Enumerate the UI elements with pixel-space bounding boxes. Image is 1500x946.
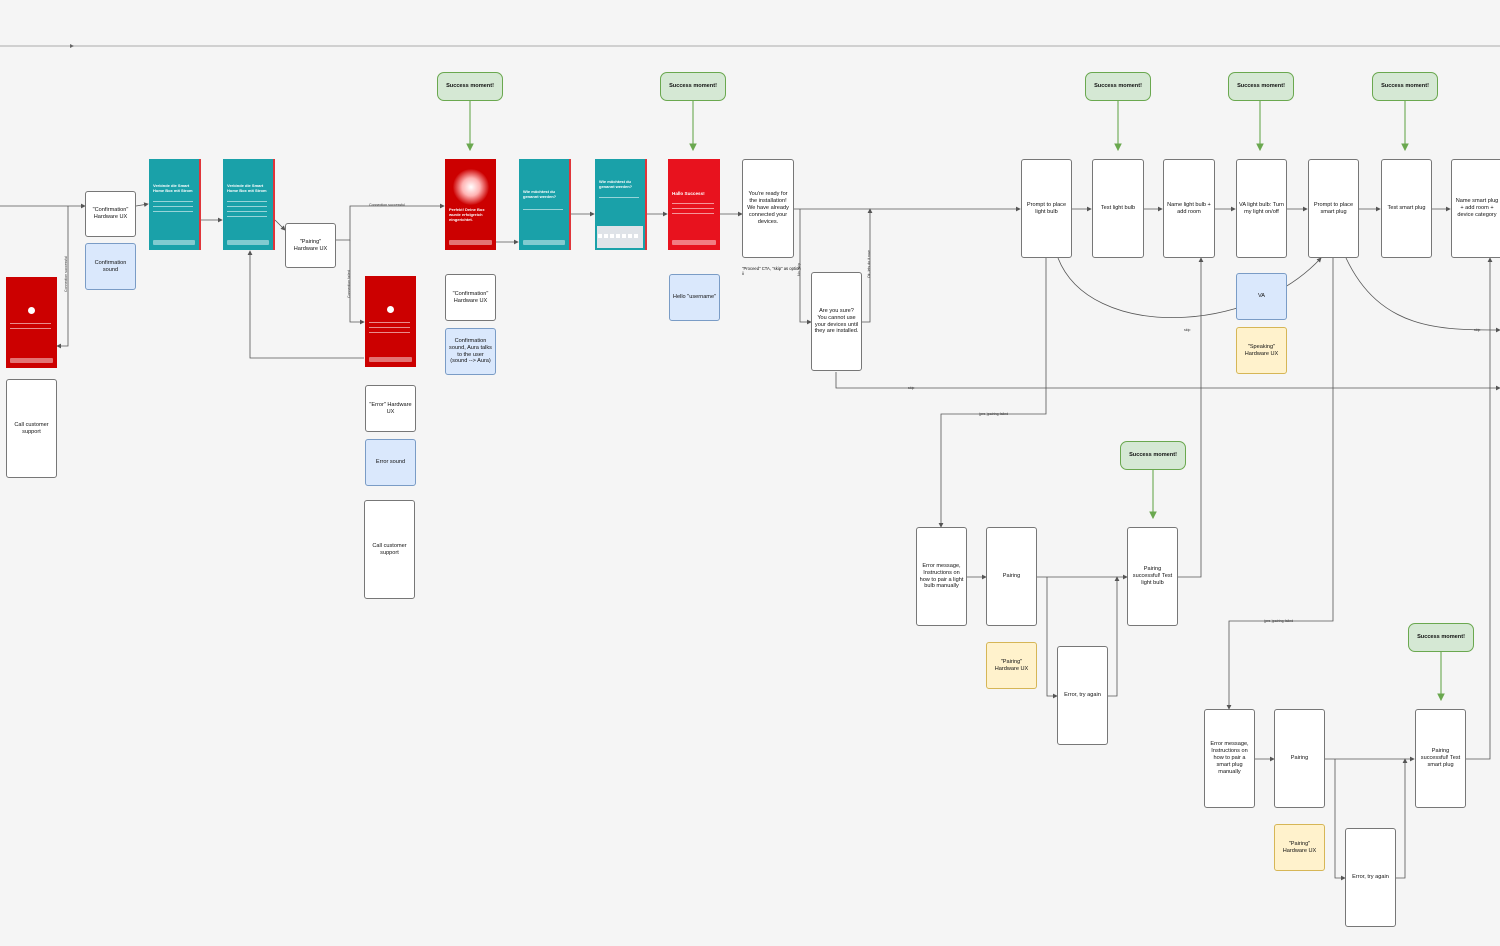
- screen-button[interactable]: [153, 240, 195, 245]
- node-pairing-success-light[interactable]: Pairing successful! Test light bulb: [1127, 527, 1178, 626]
- edge-prompt-plug-failed: [1226, 258, 1334, 710]
- screen-teal-name[interactable]: Wie möchtest du genannt werden?: [519, 159, 571, 250]
- edge-error-try1-back: [1107, 576, 1120, 697]
- screen-title: Verbinde die Smart Home Box mit Strom: [227, 183, 267, 194]
- screen-button[interactable]: [672, 240, 716, 245]
- node-test-light[interactable]: Test light bulb: [1092, 159, 1144, 258]
- node-name-plug[interactable]: Name smart plug + add room + device cate…: [1451, 159, 1500, 258]
- node-prompt-light[interactable]: Prompt to place light bulb: [1021, 159, 1072, 258]
- node-pairing-2[interactable]: Pairing: [1274, 709, 1325, 808]
- edge-confirmation-to-teal1: [135, 202, 149, 208]
- node-error-plug[interactable]: Error message, Instructions on how to pa…: [1204, 709, 1255, 808]
- edge-label-ok-lets-do: Ok, lets do it now: [867, 250, 871, 278]
- edge-skip-curve-2: [1345, 257, 1500, 333]
- screen-button[interactable]: [10, 358, 53, 363]
- edge-success-plug-to-name: [1466, 257, 1493, 760]
- edge-pairing2-to-error-try2: [1334, 759, 1346, 881]
- node-va[interactable]: VA: [1236, 273, 1287, 320]
- node-prompt-plug[interactable]: Prompt to place smart plug: [1308, 159, 1359, 258]
- node-pairing-success-plug[interactable]: Pairing successful! Test smart plug: [1415, 709, 1466, 808]
- edge-label-skip-1: skip: [1184, 328, 1191, 332]
- edge-prompt-light-failed: [938, 258, 1047, 528]
- node-pairing-hw-1[interactable]: "Pairing" Hardware UX: [285, 223, 336, 268]
- edge-label-connection-successful: Connection successful: [369, 203, 405, 207]
- node-call-support-1[interactable]: Call customer support: [6, 379, 57, 478]
- edge-label-skip-3: skip: [908, 386, 915, 390]
- edge-are-you-sure-skip: [835, 372, 1500, 391]
- node-pairing-1[interactable]: Pairing: [986, 527, 1037, 626]
- screen-teal-1[interactable]: Verbinde die Smart Home Box mit Strom: [149, 159, 201, 250]
- node-error-try-2[interactable]: Error, try again: [1345, 828, 1396, 927]
- node-confirmation-sound-1[interactable]: Confirmation sound: [85, 243, 136, 290]
- screen-title: Wie möchtest du genannt werden?: [599, 179, 633, 190]
- edge-label-pairing-failed-1: (pre-)pairing failed: [979, 412, 1009, 416]
- node-speaking-hw[interactable]: "Speaking" Hardware UX: [1236, 327, 1287, 374]
- edge-pairing-failed: [349, 240, 365, 325]
- keyboard[interactable]: [597, 226, 643, 248]
- edge-label-pairing-failed-2: (pre-)pairing failed: [1264, 619, 1294, 623]
- edge-left-failed: [56, 206, 69, 349]
- node-call-support-2[interactable]: Call customer support: [364, 500, 415, 599]
- screen-title: Wie möchtest du genannt werden?: [523, 189, 557, 200]
- node-error-light[interactable]: Error message, Instructions on how to pa…: [916, 527, 967, 626]
- screen-title: Hallo Success!: [672, 191, 705, 196]
- node-success-moment-4[interactable]: Success moment!: [1228, 72, 1294, 101]
- node-are-you-sure[interactable]: Are you sure? You cannot use your device…: [811, 272, 862, 371]
- node-hello-username[interactable]: Hello "username": [669, 274, 720, 321]
- edge-label-skip-2: skip: [1474, 328, 1481, 332]
- edge-label-connection-failed: Connection failed: [347, 270, 351, 298]
- screen-error-middle[interactable]: [365, 276, 416, 367]
- screen-box-ready[interactable]: Perfekt! Deine Box wurde erfolgreich ein…: [445, 159, 496, 250]
- edge-ok-lets-do: [862, 208, 873, 323]
- edge-skip-curve-1: [1057, 257, 1322, 318]
- info-icon: [28, 307, 35, 314]
- edge-pairing-success: [336, 203, 445, 241]
- node-confirmation-hw-1[interactable]: "Confirmation" Hardware UX: [85, 191, 136, 237]
- node-test-plug[interactable]: Test smart plug: [1381, 159, 1432, 258]
- edge-teal2-to-pairing: [274, 219, 286, 231]
- glow-illustration: [453, 169, 489, 205]
- node-success-moment-6[interactable]: Success moment!: [1120, 441, 1186, 470]
- screen-title: Verbinde die Smart Home Box mit Strom: [153, 183, 193, 194]
- screen-hello-success[interactable]: Hallo Success!: [668, 159, 720, 250]
- screen-teal-keyboard[interactable]: Wie möchtest du genannt werden?: [595, 159, 647, 250]
- node-ready-install[interactable]: You're ready for the installation! We ha…: [742, 159, 794, 258]
- screen-teal-2[interactable]: Verbinde die Smart Home Box mit Strom: [223, 159, 275, 250]
- node-va-light[interactable]: VA light bulb: Turn my light on/off: [1236, 159, 1287, 258]
- note-proceed-cta: "Proceed" CTA, "skip" as option ii: [742, 266, 801, 277]
- edge-error-back: [247, 250, 364, 359]
- node-pairing-hw-3[interactable]: "Pairing" Hardware UX: [1274, 824, 1325, 871]
- node-confirmation-hw-2[interactable]: "Confirmation" Hardware UX: [445, 274, 496, 321]
- screen-title: Perfekt! Deine Box wurde erfolgreich ein…: [449, 207, 485, 223]
- edge-success-light-to-name: [1178, 257, 1204, 578]
- node-error-sound[interactable]: Error sound: [365, 439, 416, 486]
- node-success-moment-1[interactable]: Success moment!: [437, 72, 503, 101]
- node-success-moment-2[interactable]: Success moment!: [660, 72, 726, 101]
- node-success-moment-7[interactable]: Success moment!: [1408, 623, 1474, 652]
- node-name-light[interactable]: Name light bulb + add room: [1163, 159, 1215, 258]
- screen-error-left[interactable]: [6, 277, 57, 368]
- screen-button[interactable]: [227, 240, 269, 245]
- edge-no-skip: [799, 209, 812, 325]
- node-success-moment-3[interactable]: Success moment!: [1085, 72, 1151, 101]
- screen-button[interactable]: [369, 357, 412, 362]
- top-divider-line: [0, 44, 1500, 48]
- info-icon: [387, 306, 394, 313]
- edge-label-connection-successful-left: Connection successful: [64, 256, 68, 292]
- node-error-try-1[interactable]: Error, try again: [1057, 646, 1108, 745]
- screen-button[interactable]: [449, 240, 492, 245]
- node-success-moment-5[interactable]: Success moment!: [1372, 72, 1438, 101]
- edge-pairing-to-error-try1: [1046, 577, 1058, 699]
- screen-button[interactable]: [523, 240, 565, 245]
- node-confirmation-sound-2[interactable]: Confirmation sound, Aura talks to the us…: [445, 328, 496, 375]
- node-pairing-hw-2[interactable]: "Pairing" Hardware UX: [986, 642, 1037, 689]
- edge-error-try2-back: [1395, 758, 1408, 879]
- node-error-hw[interactable]: "Error" Hardware UX: [365, 385, 416, 432]
